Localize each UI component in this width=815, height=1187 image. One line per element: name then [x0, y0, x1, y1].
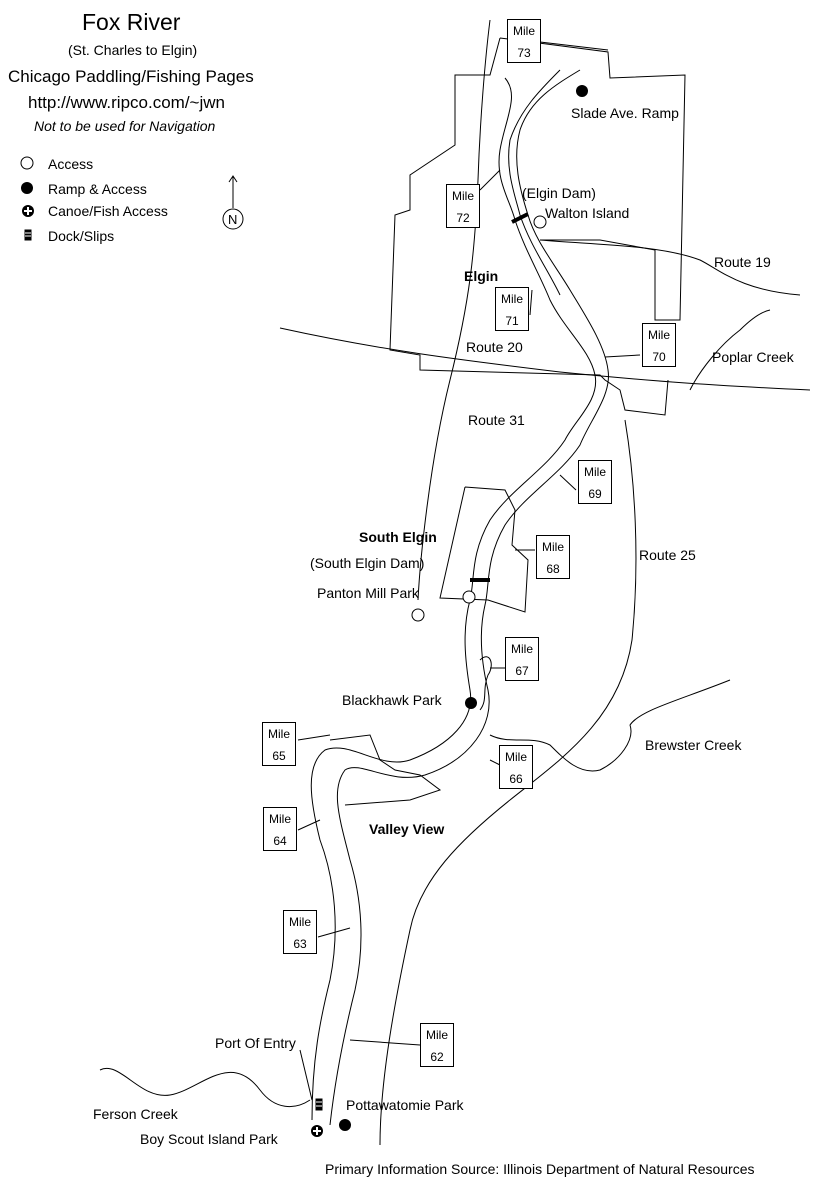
access-marker: [411, 608, 425, 622]
page-title: Fox River: [82, 9, 181, 35]
label-route-20: Route 20: [466, 339, 523, 355]
dock-icon: [24, 229, 32, 241]
access-marker: [533, 215, 547, 229]
label-brewster-creek: Brewster Creek: [645, 737, 742, 753]
open-circle-icon: [20, 156, 34, 170]
canoe-access-marker: [311, 1125, 323, 1137]
legend-label: Access: [48, 156, 94, 172]
elgin-boundary: [389, 37, 686, 416]
label-ferson-creek: Ferson Creek: [93, 1106, 178, 1122]
poplar-creek-line: [689, 309, 771, 391]
route-25-line: [379, 419, 637, 1146]
ramp-access-marker: [576, 85, 588, 97]
label-panton-mill-park: Panton Mill Park: [317, 585, 419, 601]
site-name: Chicago Paddling/Fishing Pages: [8, 67, 254, 86]
label-valley-view: Valley View: [369, 821, 445, 837]
river-east-bank: [329, 69, 609, 1126]
disclaimer: Not to be used for Navigation: [34, 118, 216, 134]
label-route-31: Route 31: [468, 412, 525, 428]
label-elgin-dam: (Elgin Dam): [522, 185, 596, 201]
route-31-line: [417, 19, 491, 601]
filled-circle-icon: [21, 182, 33, 194]
ramp-access-marker: [465, 697, 477, 709]
south-elgin-boundary: [439, 486, 529, 613]
legend-label: Ramp & Access: [48, 181, 147, 197]
dock-marker: [315, 1098, 323, 1111]
brewster-creek-line: [489, 679, 731, 772]
label-poplar-creek: Poplar Creek: [712, 349, 794, 365]
legend-label: Canoe/Fish Access: [48, 203, 168, 219]
label-port-of-entry: Port Of Entry: [215, 1035, 296, 1051]
label-route-25: Route 25: [639, 547, 696, 563]
label-elgin: Elgin: [464, 268, 499, 284]
label-south-elgin-dam: (South Elgin Dam): [310, 555, 425, 571]
label-blackhawk-park: Blackhawk Park: [342, 692, 442, 708]
route-19-line: [539, 239, 801, 296]
valley-view-boundary: [329, 734, 442, 806]
access-marker: [462, 590, 476, 604]
north-arrow-icon: [222, 175, 244, 230]
label-slade-ramp: Slade Ave. Ramp: [571, 105, 679, 121]
label-south-elgin: South Elgin: [359, 529, 437, 545]
label-boy-scout-island-park: Boy Scout Island Park: [140, 1131, 278, 1147]
legend-label: Dock/Slips: [48, 228, 115, 244]
elgin-dam-mark: [511, 212, 529, 224]
route-20-line: [279, 327, 811, 391]
plus-circle-icon: [22, 205, 34, 217]
ramp-access-marker: [339, 1119, 351, 1131]
page-subtitle: (St. Charles to Elgin): [68, 42, 198, 58]
label-walton-island: Walton Island: [545, 205, 630, 221]
north-label: N: [228, 212, 238, 227]
label-pottawatomie-park: Pottawatomie Park: [346, 1097, 464, 1113]
label-route-19: Route 19: [714, 254, 771, 270]
ferson-creek-line: [99, 1067, 311, 1108]
site-url: http://www.ripco.com/~jwn: [28, 93, 225, 112]
source-credit: Primary Information Source: Illinois Dep…: [325, 1161, 755, 1177]
